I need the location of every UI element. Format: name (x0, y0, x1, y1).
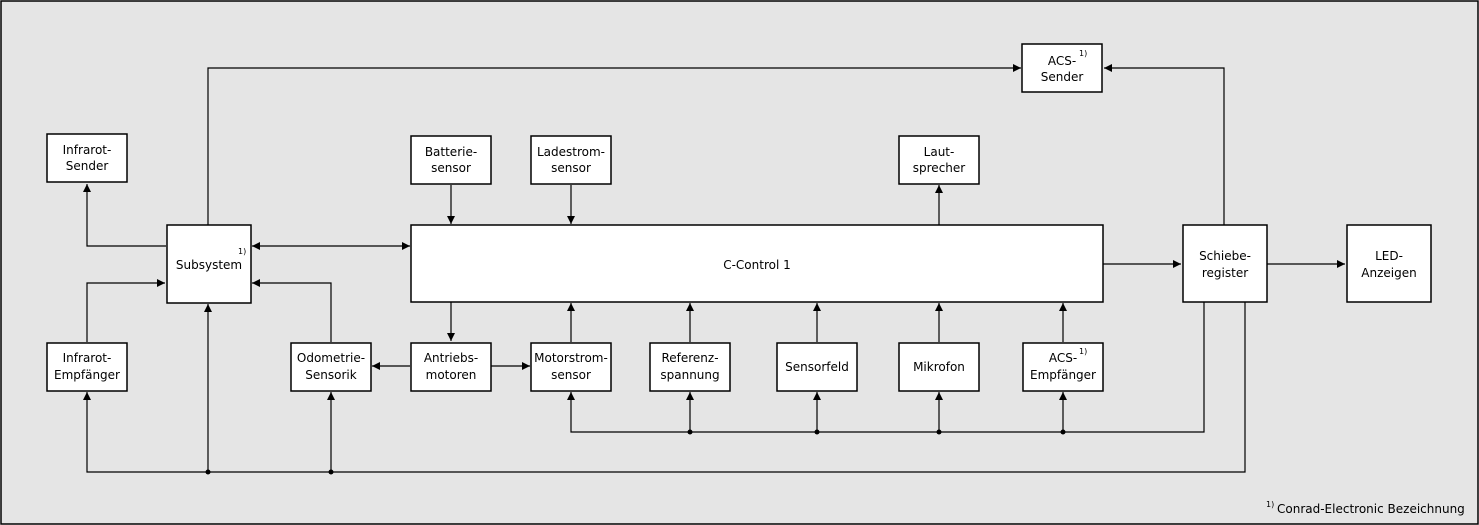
schieberegister-line2: register (1202, 266, 1248, 280)
referenzspannung-line1: Referenz- (661, 351, 718, 365)
block-acs-empfaenger: ACS- Empfänger 1) (1022, 342, 1104, 392)
odometrie-line2: Sensorik (305, 368, 356, 382)
motorstromsensor-line1: Motorstrom- (534, 351, 608, 365)
footnote: 1) Conrad-Electronic Bezeichnung (1266, 500, 1465, 516)
junction-dot (1060, 429, 1066, 435)
led-anzeigen-line1: LED- (1375, 249, 1403, 263)
block-referenzspannung: Referenz- spannung (649, 342, 731, 392)
footnote-text: Conrad-Electronic Bezeichnung (1277, 502, 1465, 516)
wire-schieberegister-to-acs-sender (1104, 64, 1225, 225)
wire-infrarot-empfaenger-to-subsystem (86, 279, 165, 342)
referenzspannung-line2: spannung (660, 368, 719, 382)
acs-sender-line1: ACS- (1048, 54, 1076, 68)
infrarot-sender-line1: Infrarot- (63, 143, 112, 157)
junction-dot (687, 429, 693, 435)
acs-sender-footnote-marker: 1) (1079, 49, 1087, 58)
block-mikrofon: Mikrofon (898, 342, 980, 392)
batteriesensor-line1: Batterie- (425, 145, 477, 159)
motorstromsensor-line2: sensor (551, 368, 591, 382)
block-acs-sender: ACS- Sender 1) (1021, 43, 1103, 93)
block-schieberegister: Schiebe- register (1182, 224, 1268, 303)
wire-bus-bottom (83, 302, 1246, 473)
block-antriebsmotoren: Antriebs- motoren (410, 342, 492, 392)
mikrofon-label: Mikrofon (913, 360, 965, 374)
acs-empfaenger-line2: Empfänger (1030, 368, 1096, 382)
wire-subsystem-to-infrarot-sender (83, 184, 166, 247)
ladestromsensor-line2: sensor (551, 161, 591, 175)
odometrie-line1: Odometrie- (297, 351, 365, 365)
block-infrarot-empfaenger: Infrarot- Empfänger (46, 342, 128, 392)
junction-dot (328, 469, 334, 475)
infrarot-empfaenger-line2: Empfänger (54, 368, 120, 382)
block-batteriesensor: Batterie- sensor (410, 135, 492, 185)
block-lautsprecher: Laut- sprecher (898, 135, 980, 185)
led-anzeigen-line2: Anzeigen (1361, 266, 1416, 280)
subsystem-label: Subsystem (176, 258, 242, 272)
schieberegister-line1: Schiebe- (1199, 249, 1251, 263)
antriebsmotoren-line1: Antriebs- (424, 351, 478, 365)
block-ladestromsensor: Ladestrom- sensor (530, 135, 612, 185)
junction-dot (936, 429, 942, 435)
infrarot-sender-line2: Sender (66, 159, 109, 173)
batteriesensor-line2: sensor (431, 161, 471, 175)
wire-subsystem-to-acs-sender (207, 64, 1021, 225)
connections (83, 64, 1345, 475)
block-odometrie: Odometrie- Sensorik (290, 342, 372, 392)
footnote-marker: 1) (1266, 500, 1274, 509)
junction-dot (814, 429, 820, 435)
wire-bus-lower (567, 302, 1205, 433)
infrarot-empfaenger-line1: Infrarot- (63, 351, 112, 365)
acs-sender-line2: Sender (1041, 70, 1084, 84)
block-c-control: C-Control 1 (410, 224, 1104, 303)
lautsprecher-line2: sprecher (913, 161, 966, 175)
block-motorstromsensor: Motorstrom- sensor (530, 342, 612, 392)
acs-empfaenger-footnote-marker: 1) (1079, 347, 1087, 356)
block-infrarot-sender: Infrarot- Sender (46, 133, 128, 183)
junction-dot (205, 469, 211, 475)
acs-empfaenger-line1: ACS- (1049, 351, 1077, 365)
wire-odometrie-to-subsystem (252, 279, 332, 342)
block-subsystem: Subsystem 1) (166, 224, 252, 304)
subsystem-footnote-marker: 1) (238, 247, 246, 256)
block-sensorfeld: Sensorfeld (776, 342, 858, 392)
c-control-label: C-Control 1 (723, 258, 791, 272)
ladestromsensor-line1: Ladestrom- (537, 145, 605, 159)
lautsprecher-line1: Laut- (924, 145, 955, 159)
sensorfeld-label: Sensorfeld (785, 360, 849, 374)
antriebsmotoren-line2: motoren (426, 368, 477, 382)
block-led-anzeigen: LED- Anzeigen (1346, 224, 1432, 303)
